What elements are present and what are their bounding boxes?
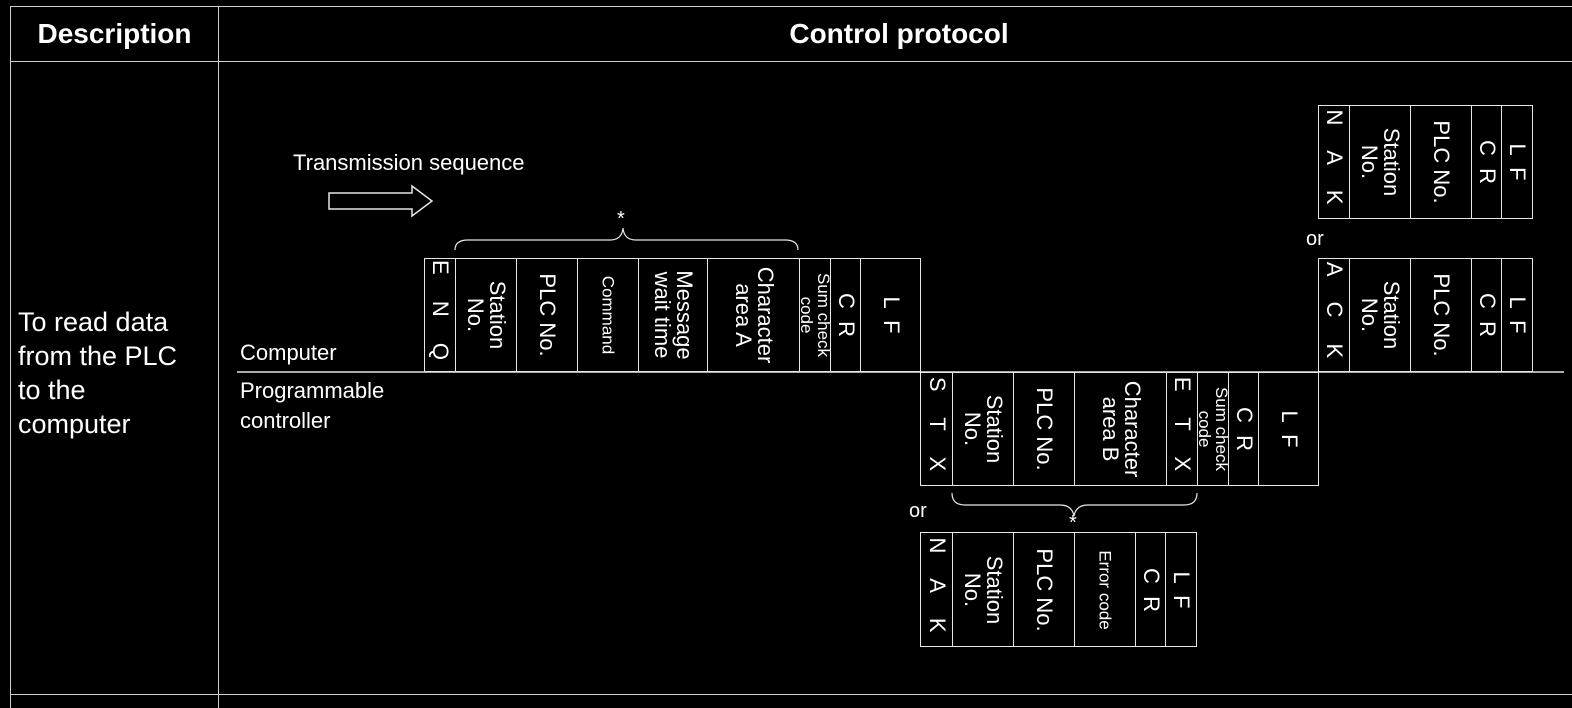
field-label: S T X — [924, 376, 950, 482]
plc-response-field: Sum check code — [1197, 372, 1229, 486]
field-label: N A K — [1322, 109, 1347, 215]
field-label: A C K — [1322, 261, 1347, 369]
computer-nak-field: C R — [1471, 105, 1502, 219]
plc-response-field: PLC No. — [1013, 372, 1075, 486]
field-label: Station No. — [1357, 280, 1404, 350]
plc-error-field: Error code — [1074, 532, 1136, 647]
plc-error-field: C R — [1135, 532, 1166, 647]
computer-nak-field: N A K — [1318, 105, 1350, 219]
computer-nak-field: L F — [1501, 105, 1533, 219]
field-label: Command — [598, 275, 618, 355]
field-label: N A K — [924, 536, 950, 643]
field-label: L F — [1276, 410, 1302, 448]
computer-frame-field: L F — [860, 258, 921, 372]
control-protocol-header: Control protocol — [789, 18, 1009, 49]
computer-ack-field: C R — [1471, 258, 1502, 372]
plc-label: Programmable controller — [240, 378, 385, 433]
field-label: Sum check code — [1197, 386, 1229, 472]
plc-response-field: S T X — [920, 372, 953, 486]
computer-ack-field: L F — [1501, 258, 1533, 372]
plc-error-field: PLC No. — [1013, 532, 1075, 647]
computer-frame-field: Character area A — [707, 258, 800, 372]
header-divider — [10, 61, 1572, 62]
field-label: E N Q — [428, 260, 453, 370]
field-label: Message wait time — [650, 270, 697, 360]
field-label: C R — [1138, 567, 1164, 612]
plc-response-field: E T X — [1166, 372, 1198, 486]
field-label: Station No. — [1357, 127, 1404, 197]
plc-error-field: N A K — [920, 532, 953, 647]
field-label: C R — [1474, 140, 1500, 184]
computer-frame-field: Command — [577, 258, 639, 372]
table-top-border — [10, 6, 1572, 7]
or-label-error: or — [909, 500, 927, 522]
asterisk-plc: * — [1069, 512, 1077, 534]
field-label: Error code — [1095, 549, 1115, 630]
field-label: Sum check code — [799, 272, 831, 358]
computer-ack-field: A C K — [1318, 258, 1350, 372]
field-label: PLC No. — [1032, 387, 1057, 471]
computer-ack-field: Station No. — [1349, 258, 1411, 372]
brace-plc — [951, 492, 1198, 517]
plc-response-field: L F — [1258, 372, 1319, 486]
field-label: L F — [878, 296, 904, 334]
field-label: PLC No. — [1429, 273, 1454, 357]
brace-computer — [454, 227, 799, 251]
plc-response-field: Station No. — [952, 372, 1014, 486]
field-label: Character area B — [1097, 380, 1145, 478]
plc-response-field: Character area B — [1074, 372, 1167, 486]
field-label: C R — [1231, 407, 1257, 451]
table-left-border — [10, 6, 11, 708]
computer-nak-field: PLC No. — [1410, 105, 1472, 219]
field-label: L F — [1505, 296, 1530, 334]
computer-nak-field: Station No. — [1349, 105, 1411, 219]
or-label-ack: or — [1306, 228, 1324, 250]
field-label: L F — [1505, 143, 1530, 181]
computer-frame-field: Message wait time — [638, 258, 708, 372]
row-divider — [10, 694, 1572, 695]
field-label: Character area A — [730, 266, 778, 364]
field-label: Station No. — [960, 394, 1007, 464]
field-label: Station No. — [960, 555, 1007, 624]
description-header: Description — [37, 18, 192, 49]
field-label: PLC No. — [535, 273, 560, 357]
plc-error-field: Station No. — [952, 532, 1014, 647]
plc-response-field: C R — [1228, 372, 1259, 486]
field-label: C R — [833, 293, 859, 337]
computer-frame-field: C R — [830, 258, 861, 372]
computer-frame-field: Station No. — [455, 258, 517, 372]
field-label: PLC No. — [1032, 547, 1057, 632]
computer-ack-field: PLC No. — [1410, 258, 1472, 372]
row-description: To read data from the PLC to the compute… — [18, 307, 178, 439]
transmission-sequence-label: Transmission sequence — [293, 150, 525, 175]
computer-frame-field: PLC No. — [516, 258, 578, 372]
computer-frame-field: Sum check code — [799, 258, 831, 372]
column-divider — [218, 6, 219, 708]
field-label: Station No. — [463, 280, 510, 350]
field-label: C R — [1474, 293, 1500, 337]
field-label: PLC No. — [1429, 120, 1454, 204]
transmission-arrow-icon — [328, 184, 434, 218]
field-label: E T X — [1170, 376, 1195, 482]
computer-frame-field: E N Q — [424, 258, 456, 372]
computer-label: Computer — [240, 340, 337, 365]
asterisk-computer: * — [617, 208, 625, 230]
plc-error-field: L F — [1165, 532, 1197, 647]
field-label: L F — [1169, 570, 1194, 609]
